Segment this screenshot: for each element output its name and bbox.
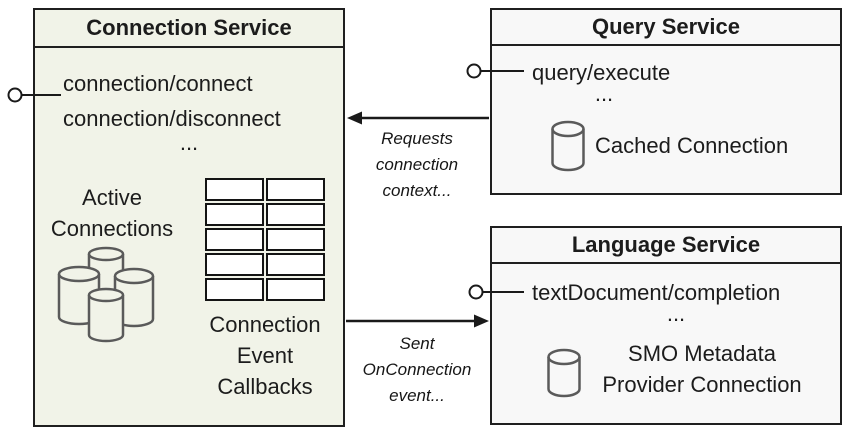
callback-table-cell xyxy=(266,278,325,301)
database-cluster-icon xyxy=(57,246,155,343)
arrow-label-line: connection xyxy=(375,155,459,174)
methods-ellipsis: ... xyxy=(594,81,614,106)
callback-table-cell xyxy=(266,203,325,226)
connection-service-methods: connection/connect connection/disconnect… xyxy=(63,66,315,155)
active-connections-label-line: Active xyxy=(82,185,142,210)
active-connections-label: Active Connections xyxy=(42,182,182,244)
sent-onconnection-event-arrow xyxy=(346,314,489,328)
language-service-methods: textDocument/completion ... xyxy=(532,279,820,326)
callback-table-cell xyxy=(266,253,325,276)
callbacks-label-line: Callbacks xyxy=(217,374,313,399)
requests-connection-context-label: Requests connection context... xyxy=(352,126,482,204)
callbacks-label-line: Connection xyxy=(209,312,321,337)
query-service-methods: query/execute ... xyxy=(532,59,676,106)
method-connection-disconnect: connection/disconnect xyxy=(63,106,281,131)
language-service-box: Language Service textDocument/completion… xyxy=(490,226,842,425)
methods-ellipsis: ... xyxy=(666,301,686,326)
callback-table xyxy=(205,178,325,301)
arrow-label-line: Sent xyxy=(399,334,435,353)
callback-table-cell xyxy=(266,228,325,251)
cached-connection-label: Cached Connection xyxy=(595,133,789,158)
smo-metadata-provider-connection-label: SMO Metadata Provider Connection xyxy=(582,338,822,400)
method-query-execute: query/execute xyxy=(532,60,671,85)
query-service-box: Query Service query/execute ... Cached C… xyxy=(490,8,842,195)
connection-event-callbacks-label: Connection Event Callbacks xyxy=(195,309,335,402)
arrow-label-line: Requests xyxy=(381,129,453,148)
methods-ellipsis: ... xyxy=(179,130,199,155)
callback-table-cell xyxy=(205,228,264,251)
smo-label-line: Provider Connection xyxy=(602,372,802,397)
database-icon xyxy=(547,348,581,398)
callback-table-cell xyxy=(205,278,264,301)
callback-table-cell xyxy=(266,178,325,201)
arrow-label-line: OnConnection xyxy=(362,360,472,379)
database-icon xyxy=(551,120,585,172)
requests-connection-context-arrow xyxy=(347,111,489,125)
method-textdocument-completion: textDocument/completion xyxy=(532,280,781,305)
callbacks-label-line: Event xyxy=(236,343,294,368)
connection-service-box: Connection Service connection/connect co… xyxy=(33,8,345,427)
callback-table-cell xyxy=(205,178,264,201)
arrow-label-line: event... xyxy=(389,386,445,405)
query-service-title: Query Service xyxy=(492,10,840,46)
callback-table-cell xyxy=(205,253,264,276)
method-connection-connect: connection/connect xyxy=(63,71,253,96)
active-connections-label-line: Connections xyxy=(50,216,174,241)
sent-onconnection-event-label: Sent OnConnection event... xyxy=(352,331,482,409)
language-service-title: Language Service xyxy=(492,228,840,264)
connection-service-title: Connection Service xyxy=(35,10,343,48)
smo-label-line: SMO Metadata xyxy=(628,341,776,366)
callback-table-cell xyxy=(205,203,264,226)
arrow-label-line: context... xyxy=(382,181,452,200)
